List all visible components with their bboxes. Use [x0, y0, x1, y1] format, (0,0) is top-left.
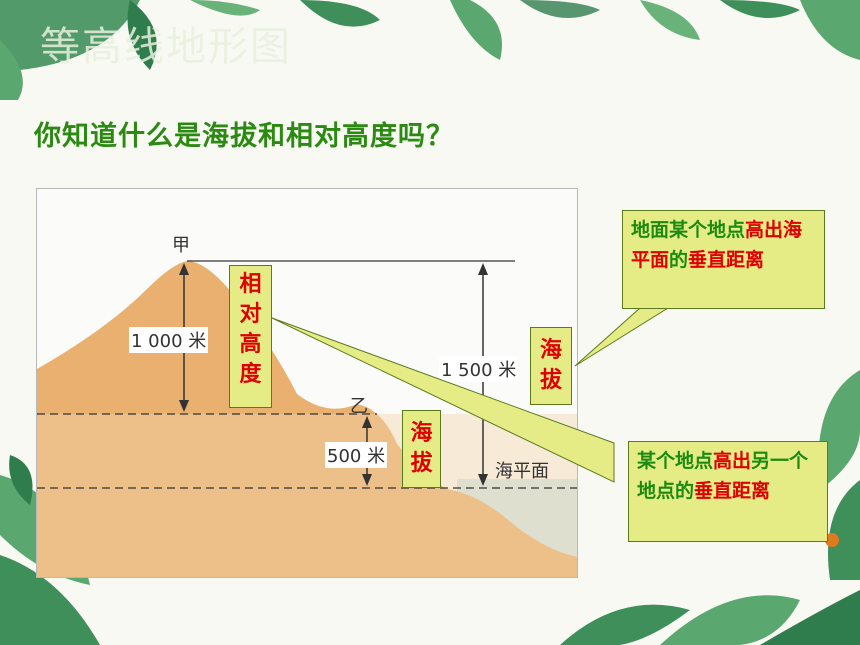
relative-height-label: 相 对 高 度 — [229, 265, 272, 408]
question-text: 你知道什么是海拔和相对高度吗？ — [34, 121, 454, 152]
page-title: 等高线地形图 — [40, 24, 292, 70]
altitude-label-a: 海 拔 — [530, 327, 572, 405]
altitude-label-b: 海 拔 — [402, 410, 441, 488]
relative-height-definition-callout: 某个地点高出另一个地点的垂直距离 — [628, 441, 828, 542]
peak-a-label: 甲 — [172, 235, 190, 256]
altitude-definition-callout: 地面某个地点高出海平面的垂直距离 — [622, 210, 825, 309]
leaf-bottom-icon — [560, 590, 860, 645]
title-bar — [0, 0, 860, 110]
height-1000-label: 1 000 米 — [129, 327, 209, 353]
height-1500-label: 1 500 米 — [439, 356, 519, 382]
leaf-right-icon — [818, 370, 860, 580]
sea-level-label: 海平面 — [495, 461, 549, 482]
leaf-decoration-icon — [0, 0, 860, 110]
height-500-label: 500 米 — [325, 442, 388, 468]
altitude-diagram: 甲 乙 1 000 米 1 500 米 500 米 海平面 — [36, 188, 578, 578]
peak-b-label: 乙 — [350, 396, 368, 417]
